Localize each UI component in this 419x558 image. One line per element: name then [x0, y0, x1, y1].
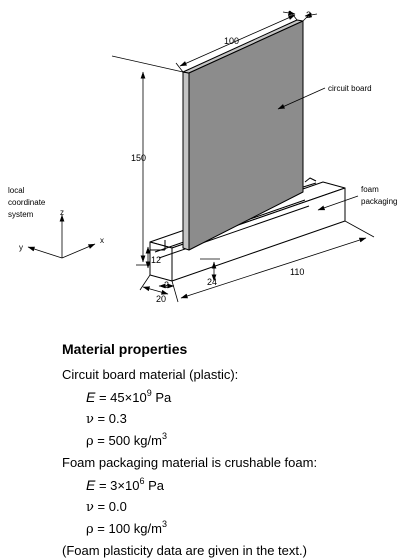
board-poisson-value: = 0.3: [97, 411, 127, 426]
axis-label-y: y: [19, 243, 23, 252]
foam-modulus: E = 3×106 Pa: [86, 476, 165, 494]
label-local: local: [8, 186, 25, 195]
axis-label-z: z: [60, 208, 64, 217]
foam-modulus-symbol: E: [86, 477, 96, 493]
label-system: system: [8, 210, 34, 219]
board-modulus: E = 45×109 Pa: [86, 388, 172, 406]
foam-modulus-exponent: 6: [139, 476, 145, 486]
label-coordinate: coordinate: [8, 198, 46, 207]
foam-plasticity-note: (Foam plasticity data are given in the t…: [62, 543, 307, 558]
foam-poisson: ν = 0.0: [86, 499, 127, 515]
foam-modulus-unit: Pa: [148, 478, 165, 493]
foam-density-symbol: ρ: [86, 522, 94, 537]
figure-labels: 100 2 150 110 24 20 12 2 circuit board f…: [8, 10, 397, 304]
leader-arrows: [277, 87, 359, 211]
board-modulus-exponent: 9: [146, 388, 152, 398]
board-density: ρ = 500 kg/m3: [86, 431, 167, 450]
foam-density-exponent: 3: [161, 519, 167, 529]
coordinate-axes: [27, 214, 96, 259]
board-poisson: ν = 0.3: [86, 411, 127, 427]
dim-board-thickness: 2: [306, 10, 311, 20]
dim-foam-width: 20: [156, 294, 166, 304]
dimension-lines: [111, 10, 375, 303]
board-modulus-times: ×: [124, 390, 133, 405]
board-modulus-base: 10: [132, 390, 147, 405]
board-modulus-symbol: E: [86, 389, 96, 405]
label-packaging: packaging: [361, 197, 397, 206]
material-heading: Material properties: [62, 341, 188, 357]
board-poisson-symbol: ν: [86, 412, 94, 427]
foam-poisson-value: = 0.0: [97, 499, 127, 514]
board-density-value: = 500 kg/m: [97, 433, 162, 448]
board-material-title: Circuit board material (plastic):: [62, 367, 239, 382]
axis-label-x: x: [100, 236, 104, 245]
dim-board-height: 150: [131, 153, 146, 163]
foam-poisson-symbol: ν: [86, 500, 94, 515]
dim-foam-height: 24: [207, 277, 217, 287]
board-modulus-unit: Pa: [155, 390, 172, 405]
foam-modulus-value: = 3: [98, 478, 118, 493]
board-density-symbol: ρ: [86, 434, 94, 449]
board-density-exponent: 3: [161, 431, 167, 441]
foam-density-value: = 100 kg/m: [97, 521, 162, 536]
foam-material-title: Foam packaging material is crushable foa…: [62, 455, 318, 470]
label-foam: foam: [361, 185, 379, 194]
dim-foam-length: 110: [290, 267, 304, 277]
board-modulus-value: = 45: [98, 390, 125, 405]
board-edge: [182, 71, 190, 251]
dim-board-width: 100: [224, 36, 239, 46]
foam-density: ρ = 100 kg/m3: [86, 519, 167, 538]
circuit-board-figure: 100 2 150 110 24 20 12 2 circuit board f…: [8, 10, 397, 304]
dim-slot-width: 2: [164, 280, 169, 290]
dim-slot-depth: 12: [151, 255, 161, 265]
label-circuit-board: circuit board: [328, 84, 372, 93]
foam-modulus-times: ×: [117, 478, 125, 493]
foam-modulus-base: 10: [125, 478, 140, 493]
